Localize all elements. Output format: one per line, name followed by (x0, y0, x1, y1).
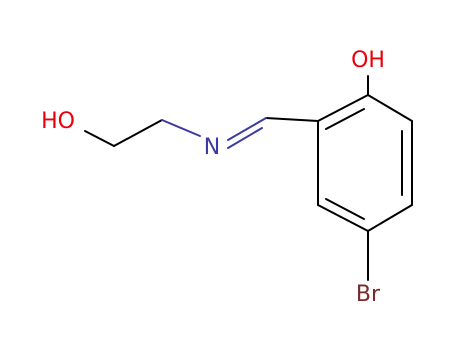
bond-c4-c5-inner (325, 198, 365, 220)
bond-c6-ch (265, 117, 319, 122)
ring-bonds (317, 94, 413, 232)
imine-bonds (161, 117, 267, 149)
imine-n-label: N (204, 135, 220, 160)
alcohol-ho-label: HO (41, 109, 75, 134)
bond-ch2-o (84, 130, 115, 147)
bond-c4-c5 (317, 204, 369, 232)
phenol-oh-label: OH (351, 48, 385, 73)
bond-ch2-ch2 (113, 119, 163, 147)
bond-c6-c1-inner (325, 108, 365, 130)
bond-c3-c4 (367, 204, 413, 232)
bond-c6-c1 (317, 94, 369, 122)
bond-n-ch2 (161, 119, 201, 137)
bond-c1-c2 (367, 94, 413, 122)
substituent-bonds (84, 75, 369, 281)
bromine-label: Br (356, 282, 381, 307)
bond-ch-n (227, 117, 267, 141)
bond-ch-n-double (227, 127, 263, 149)
